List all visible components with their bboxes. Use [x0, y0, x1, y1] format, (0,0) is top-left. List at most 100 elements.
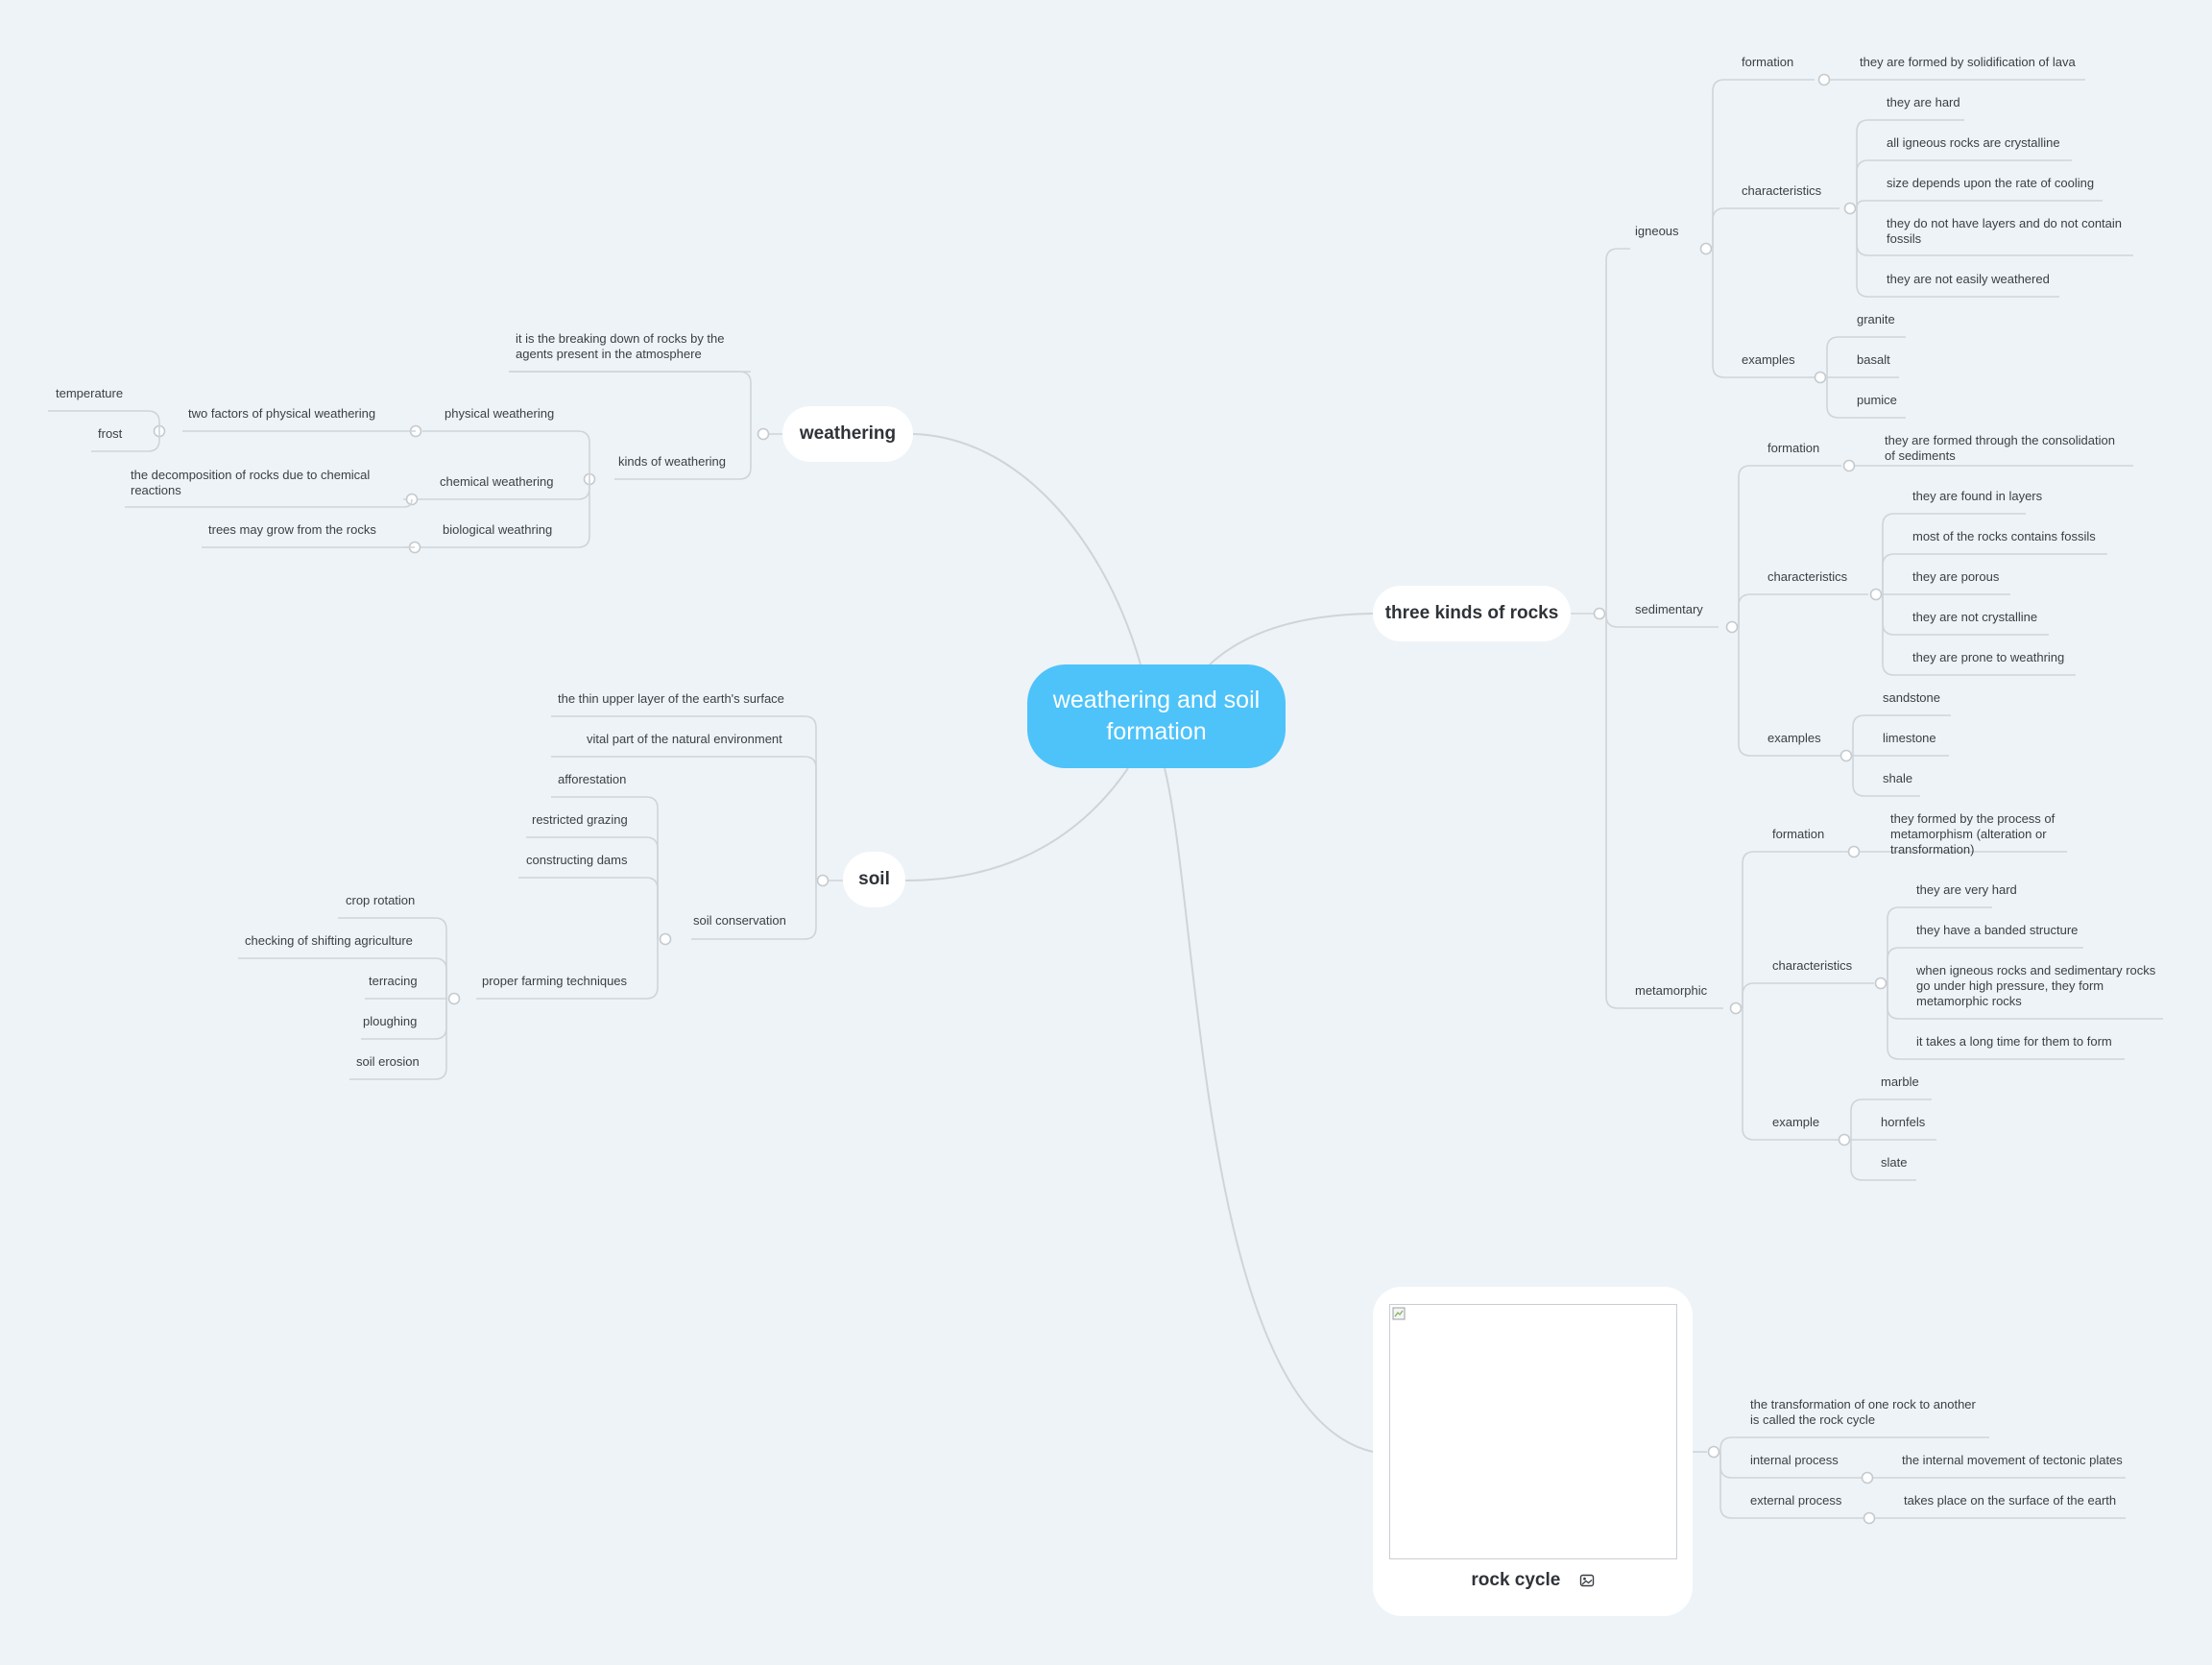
igneous-characteristics-label[interactable]: characteristics	[1742, 183, 1822, 198]
topic-rock-cycle[interactable]: rock cycle	[1373, 1287, 1693, 1616]
sedimentary-examples-label[interactable]: examples	[1767, 731, 1821, 745]
collapse-knob[interactable]	[1843, 202, 1857, 215]
metamorphic-example-marble[interactable]: marble	[1881, 1074, 1919, 1089]
collapse-knob[interactable]	[1699, 242, 1713, 255]
collapse-knob[interactable]	[409, 424, 422, 438]
collapse-knob[interactable]	[1869, 588, 1883, 601]
collapse-knob[interactable]	[405, 493, 419, 506]
soil-fact-environment[interactable]: vital part of the natural environment	[587, 732, 782, 746]
image-icon[interactable]	[1579, 1574, 1595, 1587]
metamorphic-formation-label[interactable]: formation	[1772, 827, 1825, 841]
sedimentary-char-weathring[interactable]: they are prone to weathring	[1912, 650, 2065, 664]
collapse-knob[interactable]	[757, 427, 770, 441]
sedimentary-formation[interactable]: they are formed through the consolidatio…	[1885, 433, 2115, 463]
farming-terracing[interactable]: terracing	[369, 974, 418, 988]
igneous-formation-label[interactable]: formation	[1742, 55, 1794, 69]
collapse-knob[interactable]	[1863, 1511, 1876, 1525]
method-constructing-dams[interactable]: constructing dams	[526, 853, 628, 867]
sedimentary-example-limestone[interactable]: limestone	[1883, 731, 1936, 745]
farming-crop-rotation[interactable]: crop rotation	[346, 893, 416, 907]
farming-ploughing[interactable]: ploughing	[363, 1014, 418, 1028]
collapse-knob[interactable]	[816, 874, 830, 887]
method-restricted-grazing[interactable]: restricted grazing	[532, 812, 628, 827]
sedimentary-characteristics-label[interactable]: characteristics	[1767, 569, 1848, 584]
collapse-knob[interactable]	[1842, 459, 1856, 472]
chemical-weathering-detail[interactable]: the decomposition of rocks due to chemic…	[131, 468, 371, 497]
kinds-of-weathering[interactable]: kinds of weathering	[618, 454, 727, 469]
proper-farming-techniques[interactable]: proper farming techniques	[482, 974, 628, 988]
collapse-knob[interactable]	[1839, 749, 1853, 762]
sedimentary-example-shale[interactable]: shale	[1883, 771, 1913, 785]
topic-weathering[interactable]: weathering	[782, 406, 913, 462]
igneous-char-cooling[interactable]: size depends upon the rate of cooling	[1887, 176, 2095, 190]
igneous-example-pumice[interactable]: pumice	[1857, 393, 1897, 407]
rock-sedimentary[interactable]: sedimentary	[1635, 602, 1703, 616]
physical-weathering[interactable]: physical weathering	[445, 406, 555, 421]
internal-process-label[interactable]: internal process	[1750, 1453, 1839, 1467]
igneous-example-granite[interactable]: granite	[1857, 312, 1895, 326]
metamorphic-example-hornfels[interactable]: hornfels	[1881, 1115, 1926, 1129]
collapse-knob[interactable]	[1861, 1471, 1874, 1484]
metamorphic-formation[interactable]: they formed by the process of metamorphi…	[1890, 811, 2056, 857]
rock-igneous[interactable]: igneous	[1635, 224, 1679, 238]
igneous-char-crystalline[interactable]: all igneous rocks are crystalline	[1887, 135, 2060, 150]
rock-metamorphic[interactable]: metamorphic	[1635, 983, 1708, 998]
central-topic[interactable]: weathering and soil formation	[1027, 664, 1286, 768]
soil-conservation[interactable]: soil conservation	[693, 913, 786, 928]
connector-line	[1605, 614, 1723, 1009]
igneous-formation[interactable]: they are formed by solidification of lav…	[1860, 55, 2076, 69]
external-process-label[interactable]: external process	[1750, 1493, 1842, 1508]
metamorphic-example-label[interactable]: example	[1772, 1115, 1820, 1129]
rock-cycle-definition[interactable]: the transformation of one rock to anothe…	[1750, 1397, 1976, 1427]
metamorphic-characteristics-label[interactable]: characteristics	[1772, 958, 1853, 973]
collapse-knob[interactable]	[447, 992, 461, 1005]
collapse-knob[interactable]	[1847, 845, 1861, 858]
external-process-detail[interactable]: takes place on the surface of the earth	[1904, 1493, 2117, 1508]
factor-temperature[interactable]: temperature	[56, 386, 124, 400]
igneous-char-no-layers[interactable]: they do not have layers and do not conta…	[1887, 216, 2123, 246]
collapse-knob[interactable]	[1814, 371, 1827, 384]
sedimentary-char-fossils[interactable]: most of the rocks contains fossils	[1912, 529, 2096, 543]
metamorphic-char-banded[interactable]: they have a banded structure	[1916, 923, 2079, 937]
collapse-knob[interactable]	[1725, 620, 1739, 634]
igneous-char-not-weathered[interactable]: they are not easily weathered	[1887, 272, 2050, 286]
igneous-examples-label[interactable]: examples	[1742, 352, 1795, 367]
farming-soil-erosion[interactable]: soil erosion	[356, 1054, 420, 1069]
sedimentary-char-layers[interactable]: they are found in layers	[1912, 489, 2043, 503]
soil-fact-surface[interactable]: the thin upper layer of the earth's surf…	[558, 691, 784, 706]
biological-weathering-detail[interactable]: trees may grow from the rocks	[208, 522, 376, 537]
collapse-knob[interactable]	[659, 932, 672, 946]
metamorphic-char-pressure[interactable]: when igneous rocks and sedimentary rocks…	[1916, 963, 2156, 1008]
farming-shifting-agriculture[interactable]: checking of shifting agriculture	[245, 933, 413, 948]
collapse-knob[interactable]	[1593, 607, 1606, 620]
factor-frost[interactable]: frost	[98, 426, 123, 441]
connector-line	[1712, 207, 1839, 249]
internal-process-detail[interactable]: the internal movement of tectonic plates	[1902, 1453, 2123, 1467]
collapse-knob[interactable]	[408, 541, 421, 554]
chemical-weathering[interactable]: chemical weathering	[440, 474, 554, 489]
metamorphic-char-long-time[interactable]: it takes a long time for them to form	[1916, 1034, 2112, 1049]
sedimentary-char-porous[interactable]: they are porous	[1912, 569, 2000, 584]
metamorphic-char-very-hard[interactable]: they are very hard	[1916, 882, 2017, 897]
two-factors-of-physical-weathering[interactable]: two factors of physical weathering	[188, 406, 376, 421]
weathering-definition[interactable]: it is the breaking down of rocks by the …	[516, 331, 725, 361]
collapse-knob[interactable]	[583, 472, 596, 486]
sedimentary-example-sandstone[interactable]: sandstone	[1883, 690, 1940, 705]
collapse-knob[interactable]	[1874, 977, 1887, 990]
metamorphic-example-slate[interactable]: slate	[1881, 1155, 1908, 1170]
biological-weathering[interactable]: biological weathring	[443, 522, 553, 537]
central-topic-title: weathering and soil formation	[1052, 687, 1261, 745]
collapse-knob[interactable]	[153, 424, 166, 438]
igneous-example-basalt[interactable]: basalt	[1857, 352, 1890, 367]
topic-soil[interactable]: soil	[843, 852, 905, 907]
collapse-knob[interactable]	[1707, 1445, 1720, 1459]
igneous-char-hard[interactable]: they are hard	[1887, 95, 1960, 109]
collapse-knob[interactable]	[1729, 1001, 1743, 1015]
method-afforestation[interactable]: afforestation	[558, 772, 627, 786]
collapse-knob[interactable]	[1838, 1133, 1851, 1146]
sedimentary-formation-label[interactable]: formation	[1767, 441, 1820, 455]
collapse-knob[interactable]	[1817, 73, 1831, 86]
topic-three-kinds-of-rocks[interactable]: three kinds of rocks	[1373, 586, 1571, 641]
sedimentary-char-not-crystalline[interactable]: they are not crystalline	[1912, 610, 2038, 624]
